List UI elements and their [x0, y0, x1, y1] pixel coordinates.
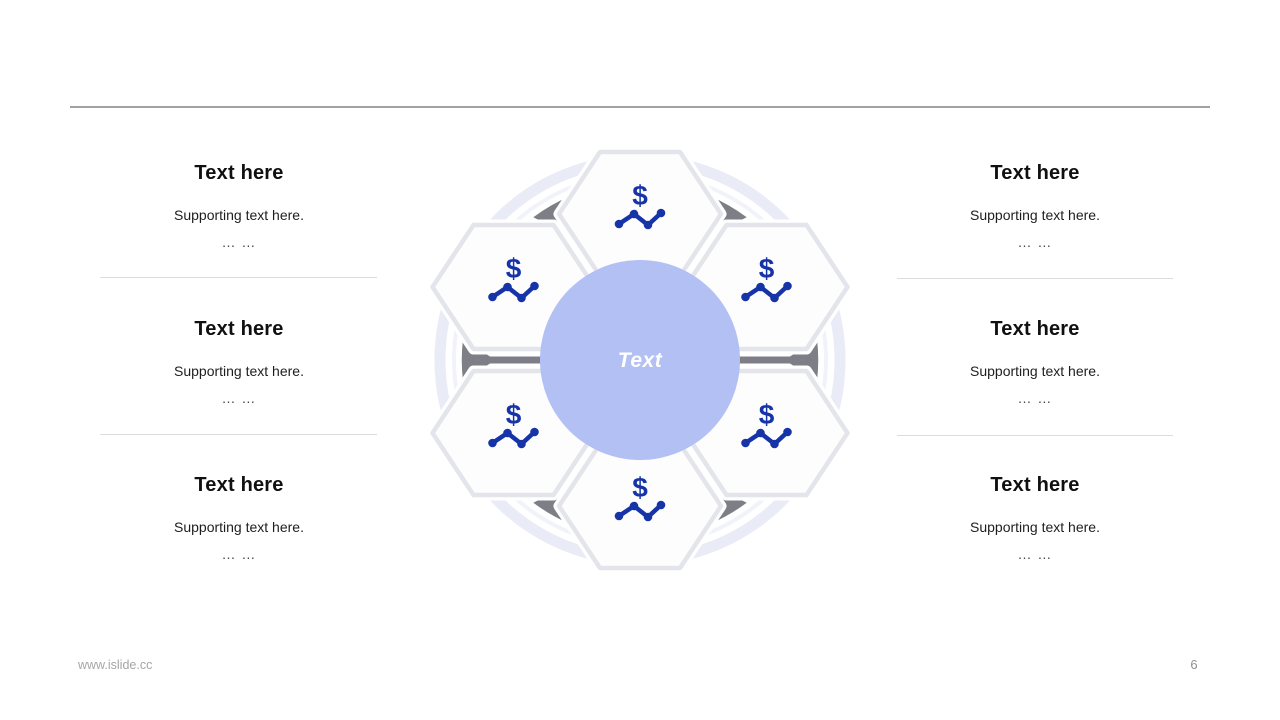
- info-subtitle: Supporting text here.: [970, 519, 1100, 535]
- right-info-block-2: Text here Supporting text here. … …: [896, 317, 1174, 407]
- footer-page-number: 6: [1190, 657, 1198, 672]
- center-label: Text: [618, 349, 663, 372]
- info-subtitle: Supporting text here.: [174, 519, 304, 535]
- info-ellipsis: … …: [1017, 546, 1053, 562]
- info-title: Text here: [194, 474, 284, 496]
- connector-arrow-left: [461, 339, 548, 381]
- connector-arrow-right: [732, 339, 819, 381]
- info-title: Text here: [990, 318, 1080, 340]
- left-info-block-3: Text here Supporting text here. … …: [100, 473, 378, 563]
- info-subtitle: Supporting text here.: [174, 207, 304, 223]
- divider-line: [100, 277, 377, 278]
- footer-website: www.islide.cc: [78, 658, 153, 672]
- divider-line: [100, 434, 377, 435]
- right-info-block-1: Text here Supporting text here. … …: [896, 161, 1174, 251]
- center-circle: [540, 260, 740, 460]
- divider-line: [897, 435, 1173, 436]
- hexagon-cycle-diagram: $: [427, 146, 853, 574]
- info-ellipsis: … …: [1017, 234, 1053, 250]
- info-subtitle: Supporting text here.: [970, 207, 1100, 223]
- info-ellipsis: … …: [1017, 390, 1053, 406]
- info-subtitle: Supporting text here.: [174, 363, 304, 379]
- divider-line: [897, 278, 1173, 279]
- header-rule: [70, 106, 1210, 108]
- info-title: Text here: [990, 162, 1080, 184]
- info-title: Text here: [194, 162, 284, 184]
- info-ellipsis: … …: [221, 234, 257, 250]
- right-info-block-3: Text here Supporting text here. … …: [896, 473, 1174, 563]
- left-info-block-2: Text here Supporting text here. … …: [100, 317, 378, 407]
- info-title: Text here: [990, 474, 1080, 496]
- info-subtitle: Supporting text here.: [970, 363, 1100, 379]
- info-ellipsis: … …: [221, 546, 257, 562]
- left-info-block-1: Text here Supporting text here. … …: [100, 161, 378, 251]
- info-title: Text here: [194, 318, 284, 340]
- info-ellipsis: … …: [221, 390, 257, 406]
